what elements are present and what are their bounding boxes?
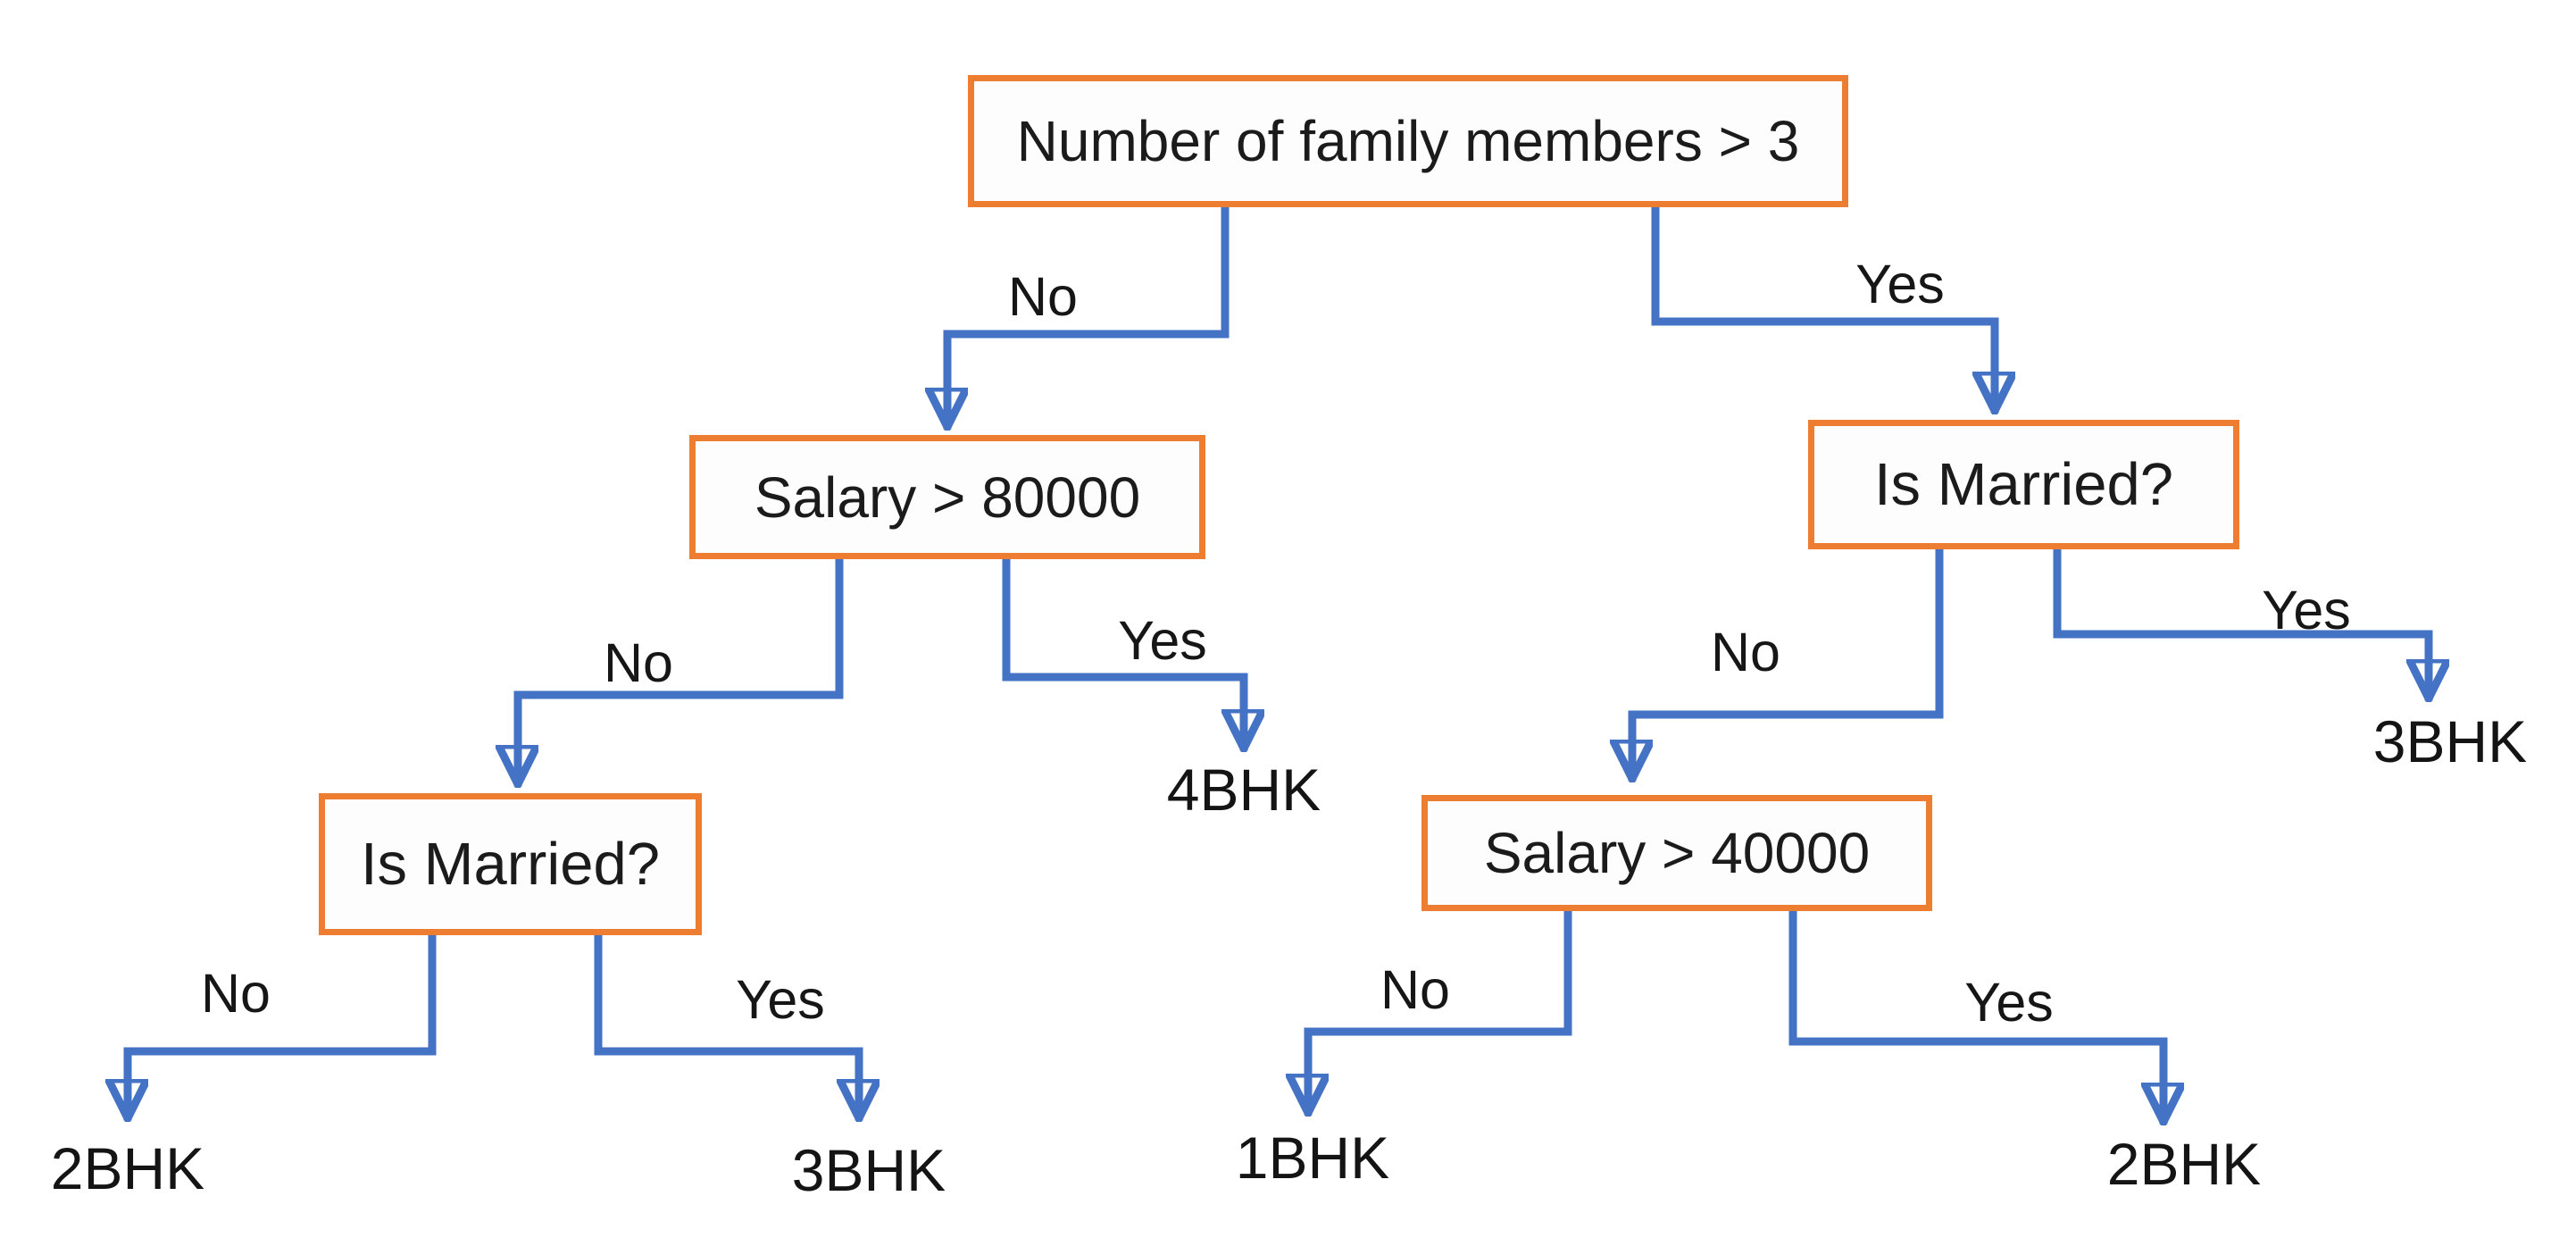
- edge-married-left-yes-arrow: [594, 931, 859, 1117]
- edge-married-right-yes-arrow: [2053, 545, 2429, 697]
- edge-married-right-no-arrow: [1632, 545, 1944, 777]
- leaf-3bhk-left: 3BHK: [791, 1137, 946, 1203]
- leaf-1bhk: 1BHK: [1235, 1125, 1390, 1191]
- branch-label-salary40-yes: Yes: [1964, 972, 2054, 1033]
- node-salary-40000-question: Salary > 40000: [1421, 795, 1932, 911]
- leaf-4bhk: 4BHK: [1166, 757, 1321, 823]
- branch-label-salary80-yes: Yes: [1118, 610, 1207, 671]
- edge-salary40-yes-arrow: [1788, 907, 2163, 1120]
- node-salary-80000-question: Salary > 80000: [689, 435, 1205, 559]
- branch-label-root-yes: Yes: [1855, 254, 1945, 314]
- edge-salary40-no-arrow: [1308, 907, 1572, 1111]
- branch-label-salary40-no: No: [1380, 959, 1450, 1020]
- leaf-2bhk-right: 2BHK: [2106, 1131, 2262, 1197]
- branch-label-married-left-no: No: [201, 963, 271, 1024]
- leaf-3bhk-right: 3BHK: [2372, 708, 2528, 774]
- branch-label-root-no: No: [1008, 266, 1078, 327]
- branch-label-married-right-yes: Yes: [2262, 580, 2351, 640]
- node-is-married-right-question: Is Married?: [1808, 420, 2239, 549]
- edge-root-no-arrow: [947, 203, 1230, 425]
- edge-salary80-no-arrow: [518, 555, 844, 782]
- branch-label-married-left-yes: Yes: [736, 969, 825, 1030]
- node-family-members-question: Number of family members > 3: [968, 75, 1848, 207]
- edge-married-left-no-arrow: [128, 931, 437, 1117]
- leaf-2bhk-left: 2BHK: [50, 1135, 205, 1201]
- node-is-married-left-question: Is Married?: [319, 793, 702, 935]
- branch-label-salary80-no: No: [604, 632, 673, 693]
- edge-root-yes-arrow: [1651, 203, 1995, 409]
- edge-salary80-yes-arrow: [1002, 555, 1244, 747]
- branch-label-married-right-no: No: [1711, 622, 1780, 682]
